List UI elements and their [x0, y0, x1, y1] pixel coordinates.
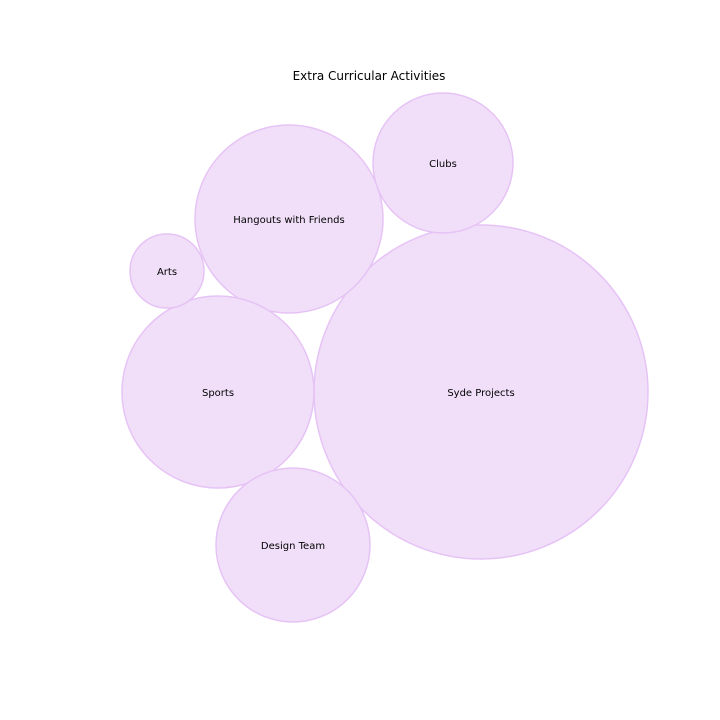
bubble-sports — [121, 295, 315, 489]
bubble-label-arts: Arts — [157, 267, 177, 278]
bubble-label-syde-projects: Syde Projects — [447, 388, 514, 399]
bubble-label-clubs: Clubs — [429, 159, 457, 170]
chart-title: Extra Curricular Activities — [293, 69, 446, 83]
bubble-design-team — [215, 467, 371, 623]
bubble-hangouts-with-friends — [194, 124, 384, 314]
bubble-label-design-team: Design Team — [261, 541, 325, 552]
bubble-label-sports: Sports — [202, 388, 234, 399]
bubble-group: Syde Projects Hangouts with FriendsSports… — [121, 92, 649, 623]
bubble-label-hangouts-with-friends: Hangouts with Friends — [233, 215, 344, 226]
bubble-clubs — [372, 92, 514, 234]
bubble-arts — [129, 233, 205, 309]
